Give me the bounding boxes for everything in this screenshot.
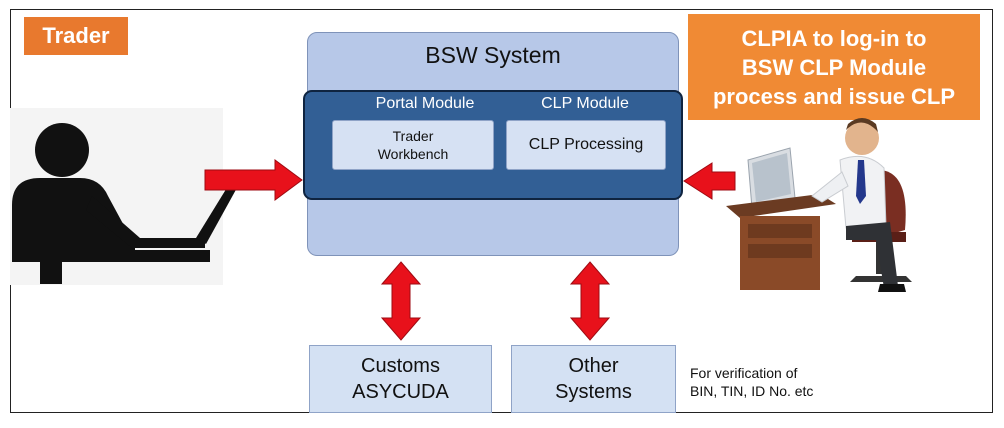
trader-label: Trader [24, 17, 128, 55]
trader-at-laptop-icon [12, 123, 238, 284]
office-worker-at-desk-icon [726, 118, 912, 292]
verification-note: For verification of BIN, TIN, ID No. etc [690, 365, 814, 399]
clp-module-label: CLP Module [541, 95, 629, 112]
customs-asycuda-box: Customs ASYCUDA [309, 345, 492, 413]
bsw-customs-double-arrow [380, 261, 422, 341]
clpia-description: CLPIA to log-in to BSW CLP Module proces… [688, 14, 980, 120]
bsw-system-title: BSW System [425, 42, 561, 68]
clp-processing-box: CLP Processing [506, 120, 666, 170]
trader-to-bsw-arrow [204, 159, 303, 201]
portal-module-label: Portal Module [375, 95, 475, 112]
other-systems-box: Other Systems [511, 345, 676, 413]
trader-workbench-box: Trader Workbench [332, 120, 494, 170]
bsw-other-systems-double-arrow [569, 261, 611, 341]
officer-to-bsw-arrow [683, 162, 736, 200]
